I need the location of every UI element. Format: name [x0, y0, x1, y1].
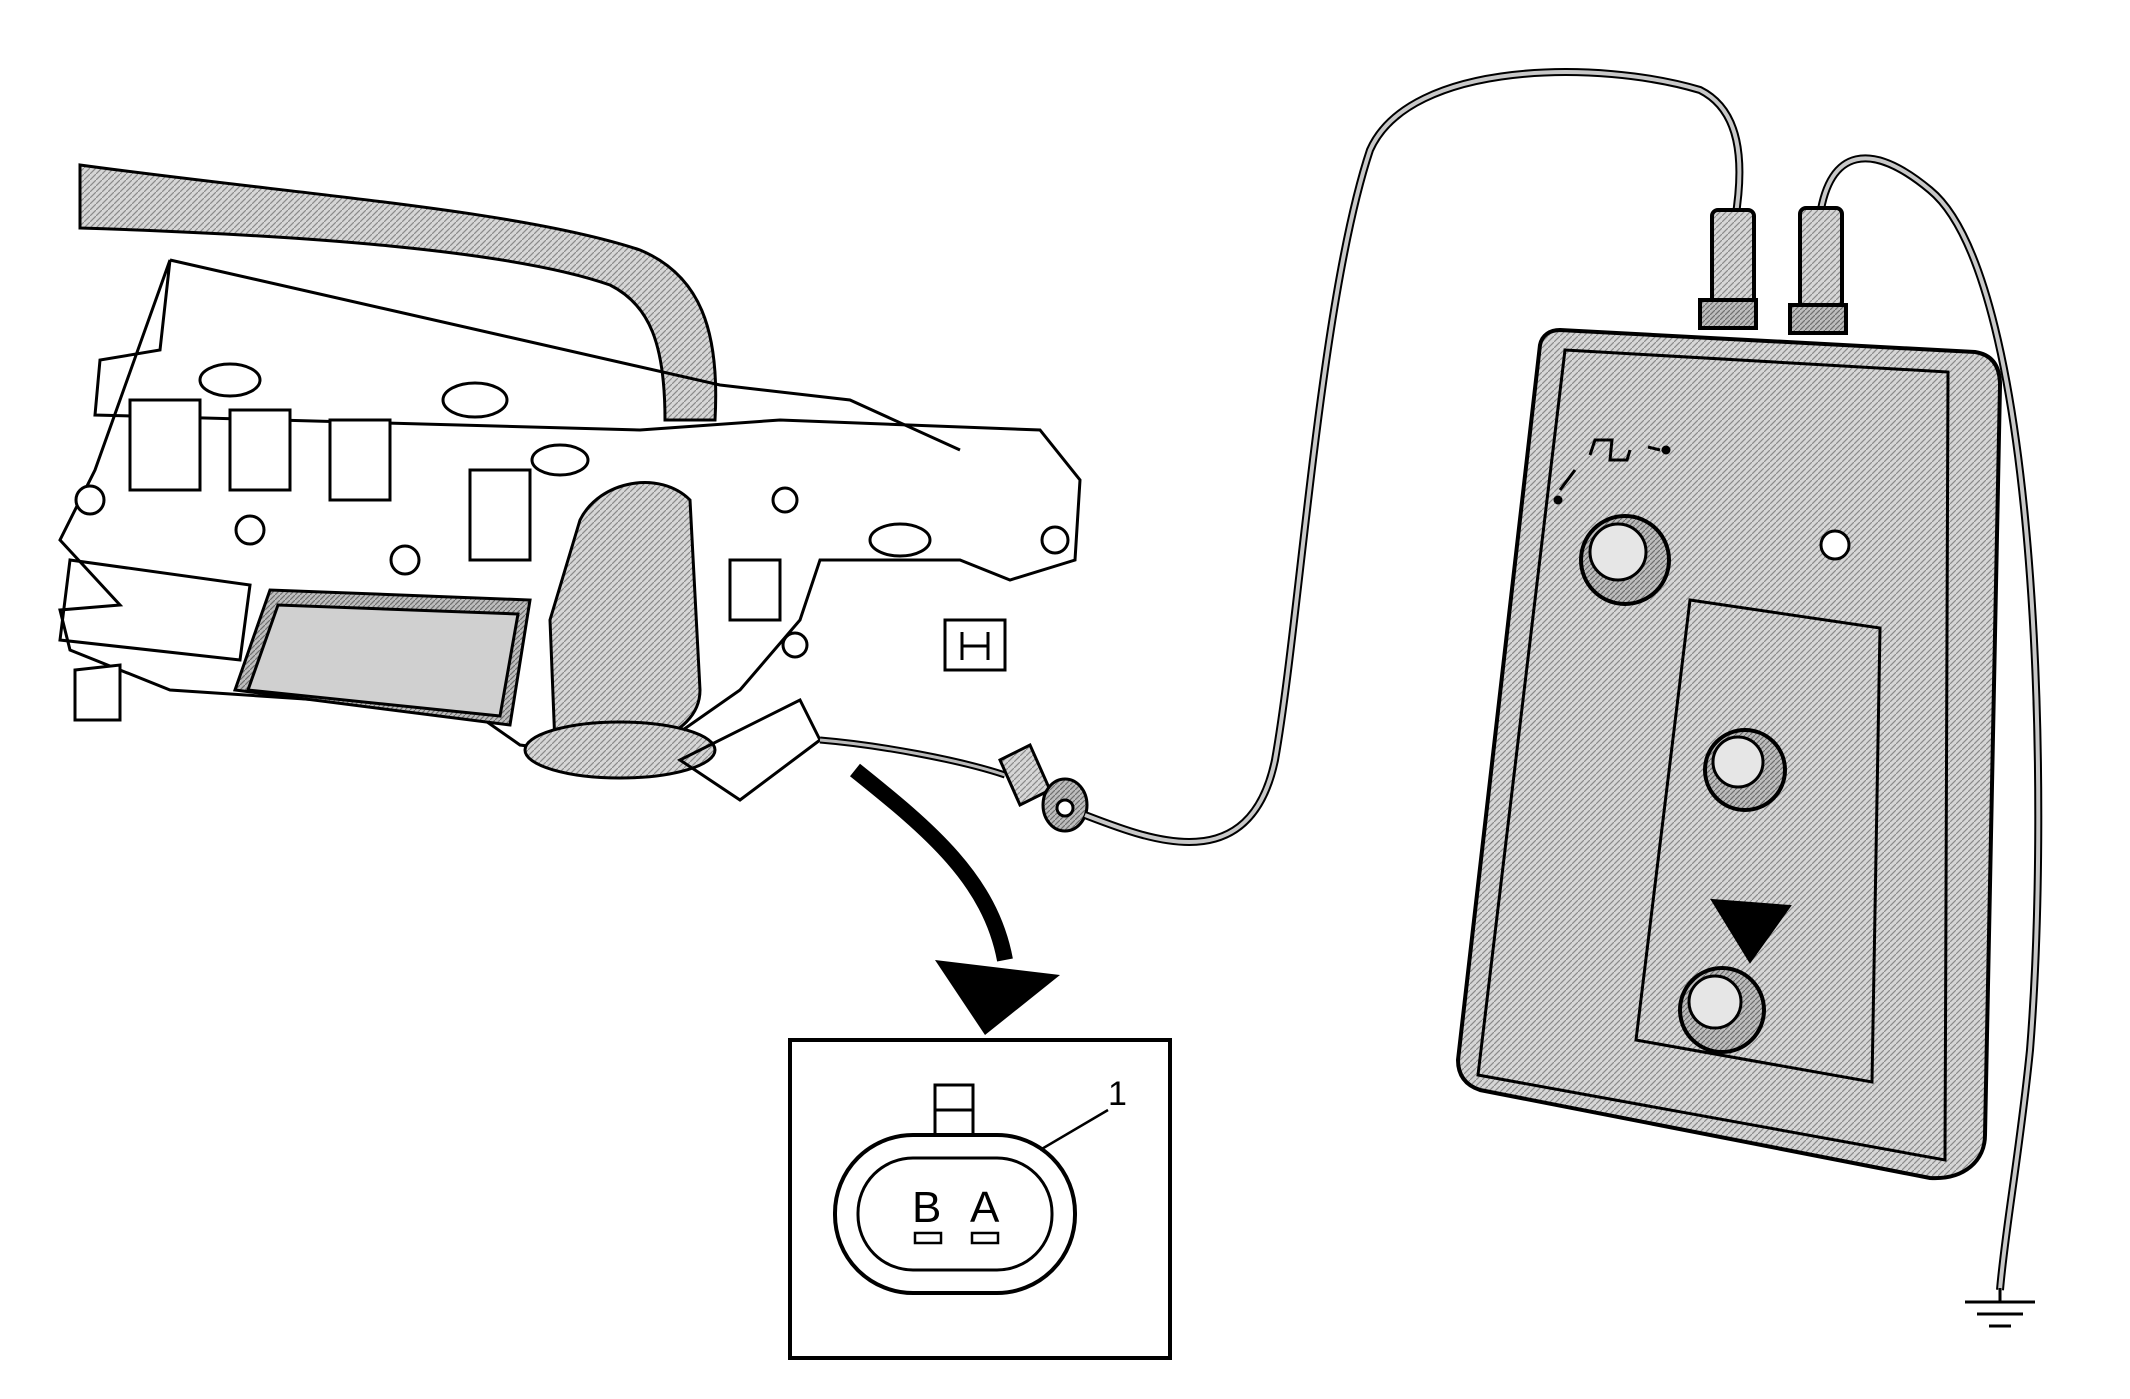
wave-symbol-icon	[1553, 438, 1671, 505]
test-lead-clip	[998, 742, 1089, 833]
tester-lower-panel	[1634, 598, 1882, 1084]
callout-leader-line	[1039, 1108, 1109, 1152]
pin-a-label: A	[970, 1183, 1000, 1232]
callout-number: 1	[1108, 1075, 1127, 1113]
pin-a-terminal	[970, 1231, 1000, 1245]
indicator-lamp	[1819, 529, 1851, 561]
knob-icon[interactable]	[1703, 728, 1787, 812]
ground-symbol-icon	[1965, 1288, 2035, 1328]
test-signal-generator	[1455, 206, 2003, 1181]
plug-right	[1798, 206, 1844, 310]
wiring-harness	[78, 163, 718, 422]
callout-arrow-icon	[850, 763, 1060, 1035]
knob-icon[interactable]	[1678, 966, 1766, 1054]
knob-icon[interactable]	[1579, 514, 1671, 606]
pin-b-terminal	[913, 1231, 943, 1245]
pressure-switch-pigtail	[819, 736, 1007, 779]
triangle-marker-icon	[1710, 898, 1792, 964]
pin-b-label: B	[912, 1183, 941, 1232]
control-valve-body	[58, 163, 1082, 802]
test-lead-cables	[1083, 68, 2043, 1291]
plug-left	[1710, 208, 1756, 307]
connector-detail-inset: B A 1	[788, 1038, 1172, 1360]
